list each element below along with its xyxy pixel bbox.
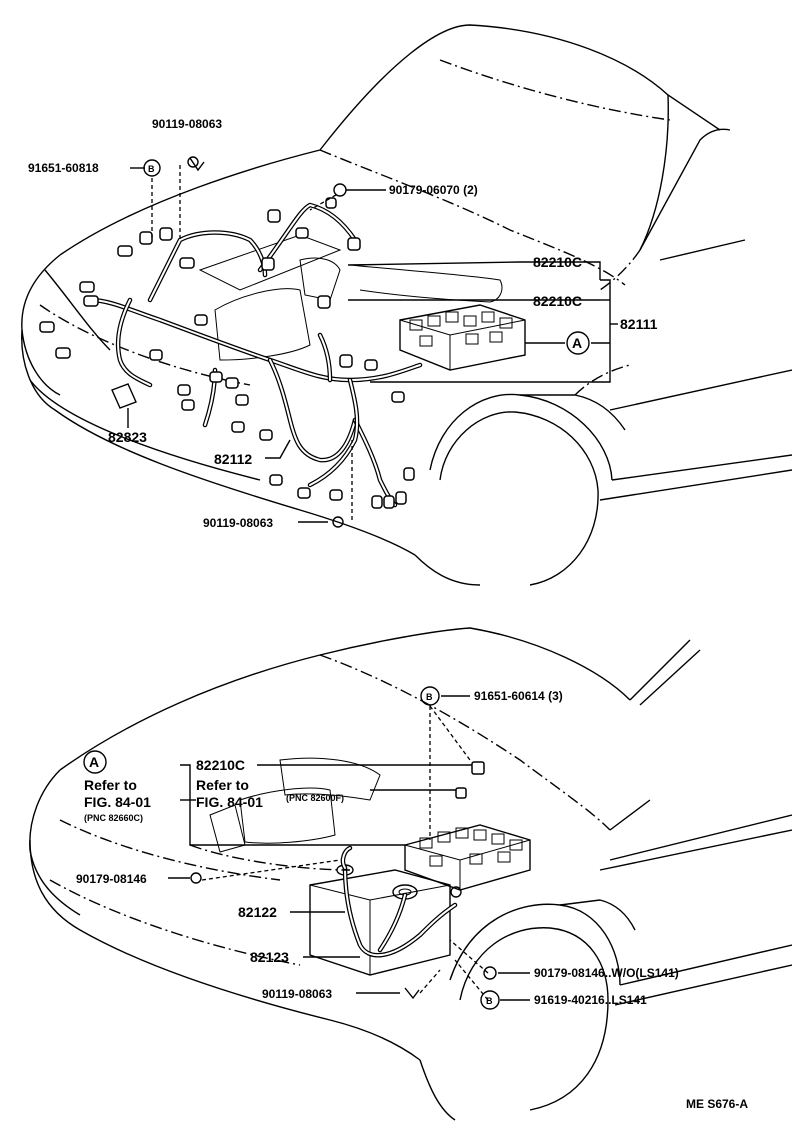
marker-a-lower bbox=[83, 750, 107, 774]
label-82210c-a: 82210C bbox=[533, 254, 582, 270]
marker-a-text-lower: A bbox=[89, 754, 99, 770]
battery bbox=[309, 864, 451, 976]
upper-labels: 90119-08063 91651-60818 90179-06070 (2) … bbox=[28, 117, 658, 530]
label-82111: 82111 bbox=[620, 316, 658, 332]
label-82112: 82112 bbox=[214, 451, 252, 467]
upper-wire-harness bbox=[39, 197, 423, 509]
marker-a-upper bbox=[566, 331, 590, 355]
label-90119-08063-top: 90119-08063 bbox=[152, 117, 222, 131]
lower-components bbox=[309, 761, 531, 976]
marker-b-91651-60614 bbox=[420, 686, 440, 706]
upper-markers: B A bbox=[143, 156, 590, 355]
label-91619-40216: 91619-40216..LS141 bbox=[534, 993, 647, 1007]
relay-block-lower bbox=[404, 824, 531, 891]
label-90119-08063-bot: 90119-08063 bbox=[262, 987, 332, 1001]
label-pnc-1: (PNC 82660C) bbox=[84, 813, 143, 823]
label-90119-08063-mid: 90119-08063 bbox=[203, 516, 273, 530]
marker-a-text-upper: A bbox=[572, 335, 582, 351]
label-82210c-c: 82210C bbox=[196, 757, 245, 773]
marker-b-91651-60818 bbox=[143, 159, 161, 177]
bolt-90119-top bbox=[187, 156, 199, 168]
label-90179-08146-wo: 90179-08146..W/O(LS141) bbox=[534, 966, 679, 980]
marker-b-91619-40216 bbox=[480, 990, 500, 1010]
label-fig-2: FIG. 84-01 bbox=[196, 794, 263, 810]
label-91651-60614: 91651-60614 (3) bbox=[474, 689, 563, 703]
marker-b-text-1: B bbox=[148, 164, 155, 174]
label-82823: 82823 bbox=[108, 429, 147, 445]
label-90179-06070: 90179-06070 (2) bbox=[389, 183, 478, 197]
label-82210c-b: 82210C bbox=[533, 293, 582, 309]
lower-markers: B A B bbox=[83, 686, 500, 1010]
label-pnc-2: (PNC 82600F) bbox=[286, 793, 344, 803]
relay-block-upper bbox=[399, 304, 526, 371]
lower-labels: 91651-60614 (3) 82210C Refer to FIG. 84-… bbox=[76, 689, 748, 1111]
marker-b-text-3: B bbox=[486, 996, 493, 1006]
upper-car-body bbox=[21, 24, 792, 586]
label-82122: 82122 bbox=[238, 904, 277, 920]
label-91651-60818: 91651-60818 bbox=[28, 161, 99, 175]
clip-90179-08146-wo bbox=[483, 966, 497, 980]
lower-car-body bbox=[29, 627, 792, 1121]
marker-b-text-2: B bbox=[426, 692, 433, 702]
label-refer-to-2: Refer to bbox=[196, 777, 249, 793]
label-ref-code: ME S676-A bbox=[686, 1097, 748, 1111]
upper-leaders bbox=[127, 157, 618, 528]
label-refer-to-1: Refer to bbox=[84, 777, 137, 793]
lower-leaders bbox=[168, 695, 530, 1001]
clip-90179-06070 bbox=[333, 183, 347, 197]
label-82123: 82123 bbox=[250, 949, 289, 965]
upper-engine-bay bbox=[198, 234, 526, 371]
battery-cables bbox=[340, 845, 458, 958]
label-fig-1: FIG. 84-01 bbox=[84, 794, 151, 810]
label-90179-08146: 90179-08146 bbox=[76, 872, 147, 886]
